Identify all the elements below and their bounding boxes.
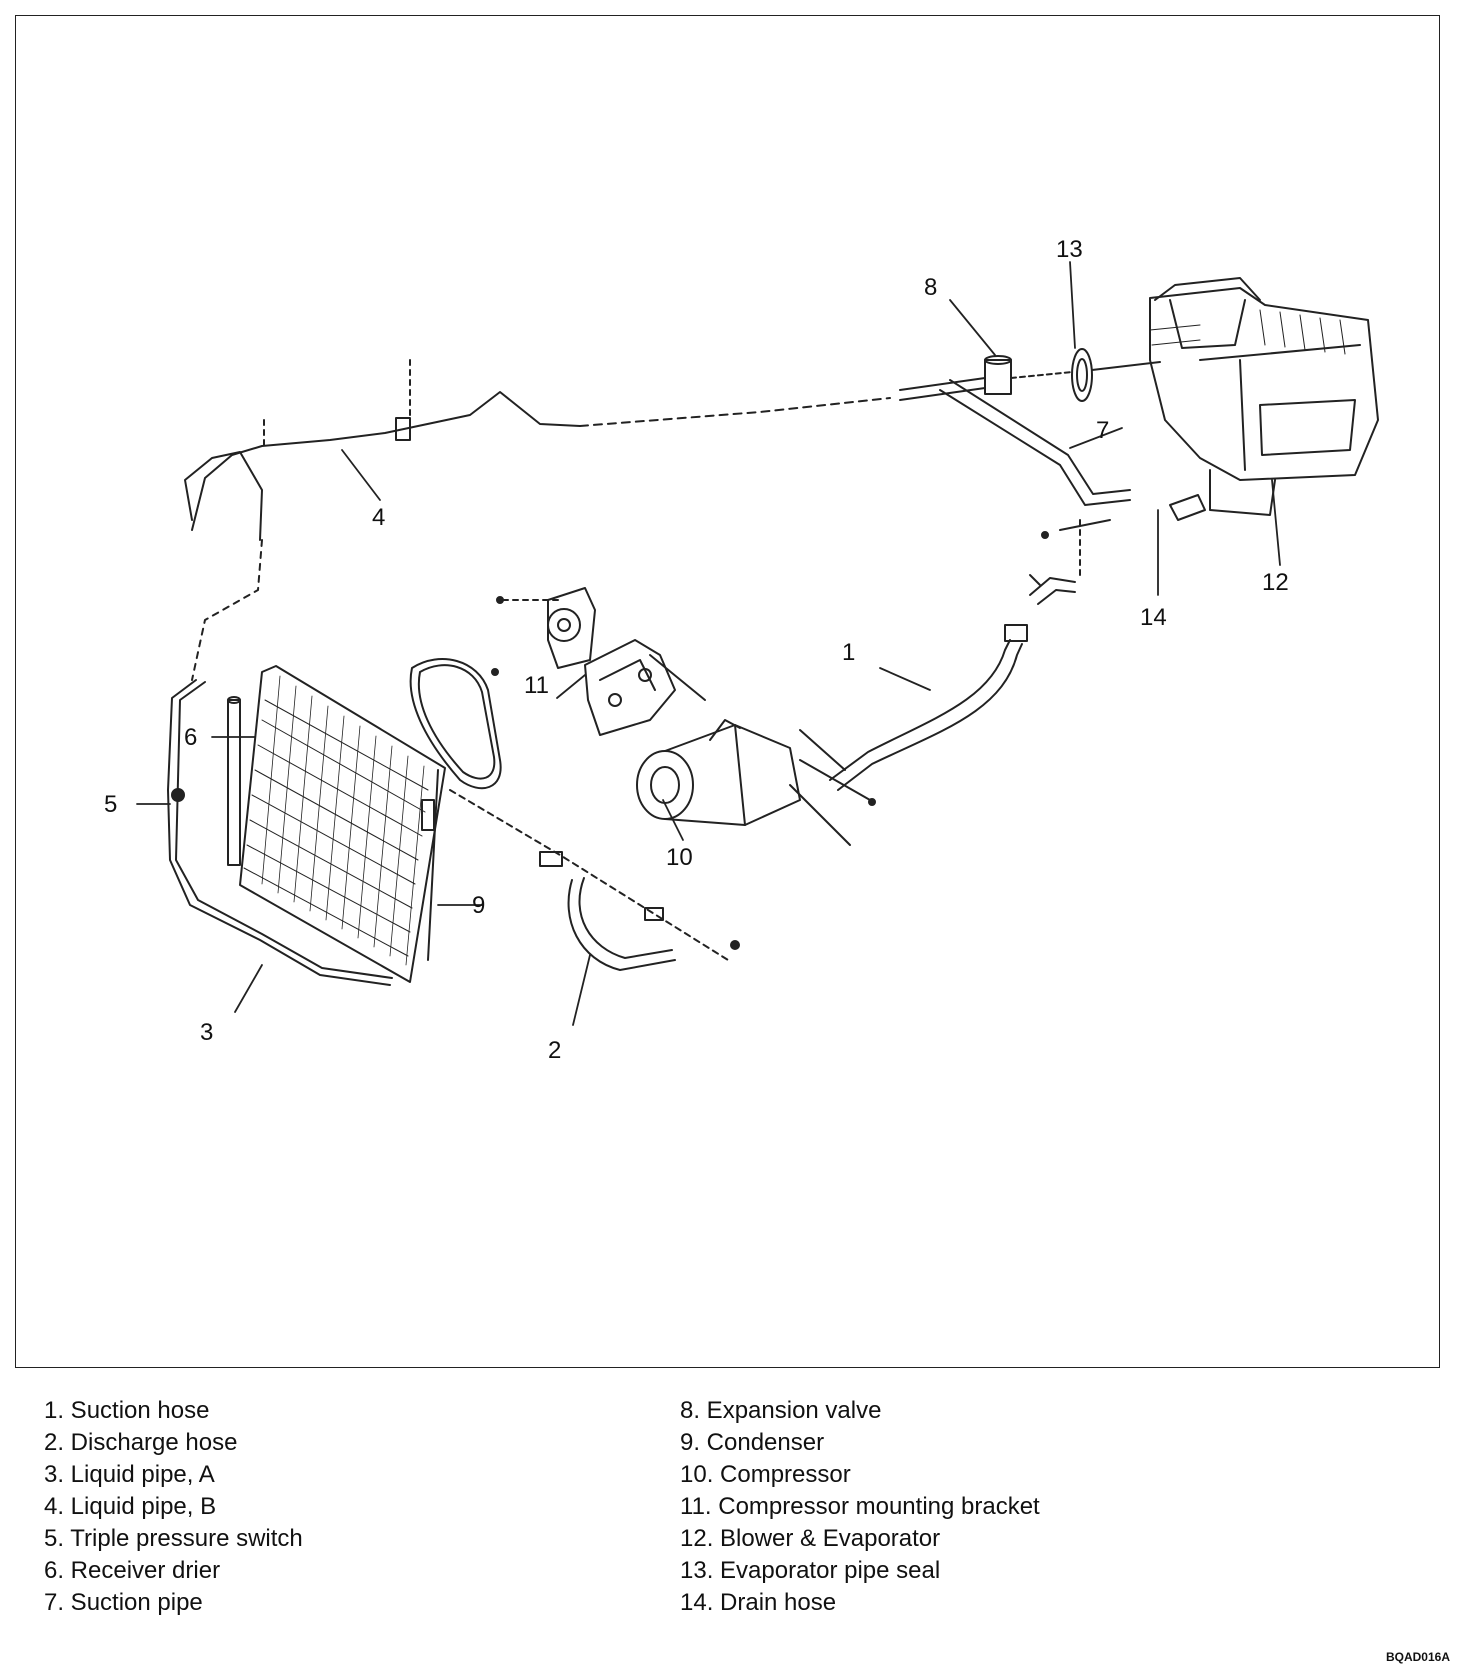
callout-4: 4 — [372, 504, 385, 531]
legend-item: 5. Triple pressure switch — [44, 1525, 303, 1552]
ac-system-diagram: 1 2 3 4 5 6 7 8 9 10 11 12 13 14 — [104, 236, 1379, 1064]
callout-10: 10 — [666, 844, 693, 871]
callout-8: 8 — [924, 274, 937, 301]
discharge-hose — [449, 789, 729, 971]
callout-6: 6 — [184, 724, 197, 751]
legend-item: 7. Suction pipe — [44, 1589, 203, 1616]
legend-item: 2. Discharge hose — [44, 1429, 238, 1456]
legend-item: 1. Suction hose — [44, 1397, 210, 1424]
compressor-mounting-bracket — [584, 639, 676, 736]
parts-legend: 1. Suction hose 2. Discharge hose 3. Liq… — [0, 1395, 1472, 1645]
liquid-pipe-b — [184, 359, 891, 541]
evaporator-pipe-seal — [1010, 348, 1161, 402]
condenser — [239, 665, 446, 983]
callout-14: 14 — [1140, 604, 1167, 631]
legend-item: 13. Evaporator pipe seal — [680, 1557, 941, 1584]
expansion-valve — [899, 355, 1012, 401]
suction-pipe — [939, 379, 1131, 581]
receiver-drier — [227, 696, 241, 866]
legend-item: 9. Condenser — [680, 1429, 825, 1456]
leader-lines — [136, 261, 1281, 1026]
legend-item: 10. Compressor — [680, 1461, 851, 1488]
callout-9: 9 — [472, 892, 485, 919]
drain-hose — [1169, 494, 1206, 521]
compressor — [636, 719, 801, 826]
callout-5: 5 — [104, 791, 117, 818]
legend-item: 4. Liquid pipe, B — [44, 1493, 217, 1520]
callout-2: 2 — [548, 1037, 561, 1064]
drive-belt — [409, 658, 502, 790]
callout-7: 7 — [1096, 417, 1109, 444]
legend-item: 14. Drain hose — [680, 1589, 837, 1616]
idler-pulley — [547, 587, 596, 669]
legend-item: 11. Compressor mounting bracket — [680, 1493, 1040, 1520]
diagram-frame — [15, 15, 1440, 1368]
mounting-bolts — [491, 596, 876, 950]
callout-3: 3 — [200, 1019, 213, 1046]
suction-hose — [829, 574, 1076, 791]
callout-11: 11 — [524, 672, 549, 699]
callout-labels: 1 2 3 4 5 6 7 8 9 10 11 12 13 14 — [104, 236, 1289, 1064]
legend-item: 8. Expansion valve — [680, 1397, 882, 1424]
legend-column-right: 8. Expansion valve 9. Condenser 10. Comp… — [680, 1395, 1040, 1619]
legend-item: 12. Blower & Evaporator — [680, 1525, 941, 1552]
liquid-pipe-a — [167, 679, 393, 986]
callout-12: 12 — [1262, 569, 1289, 596]
legend-item: 3. Liquid pipe, A — [44, 1461, 215, 1488]
legend-item: 6. Receiver drier — [44, 1557, 221, 1584]
callout-13: 13 — [1056, 236, 1083, 263]
legend-column-left: 1. Suction hose 2. Discharge hose 3. Liq… — [44, 1395, 303, 1619]
blower-evaporator — [1149, 277, 1379, 516]
callout-1: 1 — [842, 639, 855, 666]
figure-code: BQAD016A — [1385, 1650, 1450, 1664]
